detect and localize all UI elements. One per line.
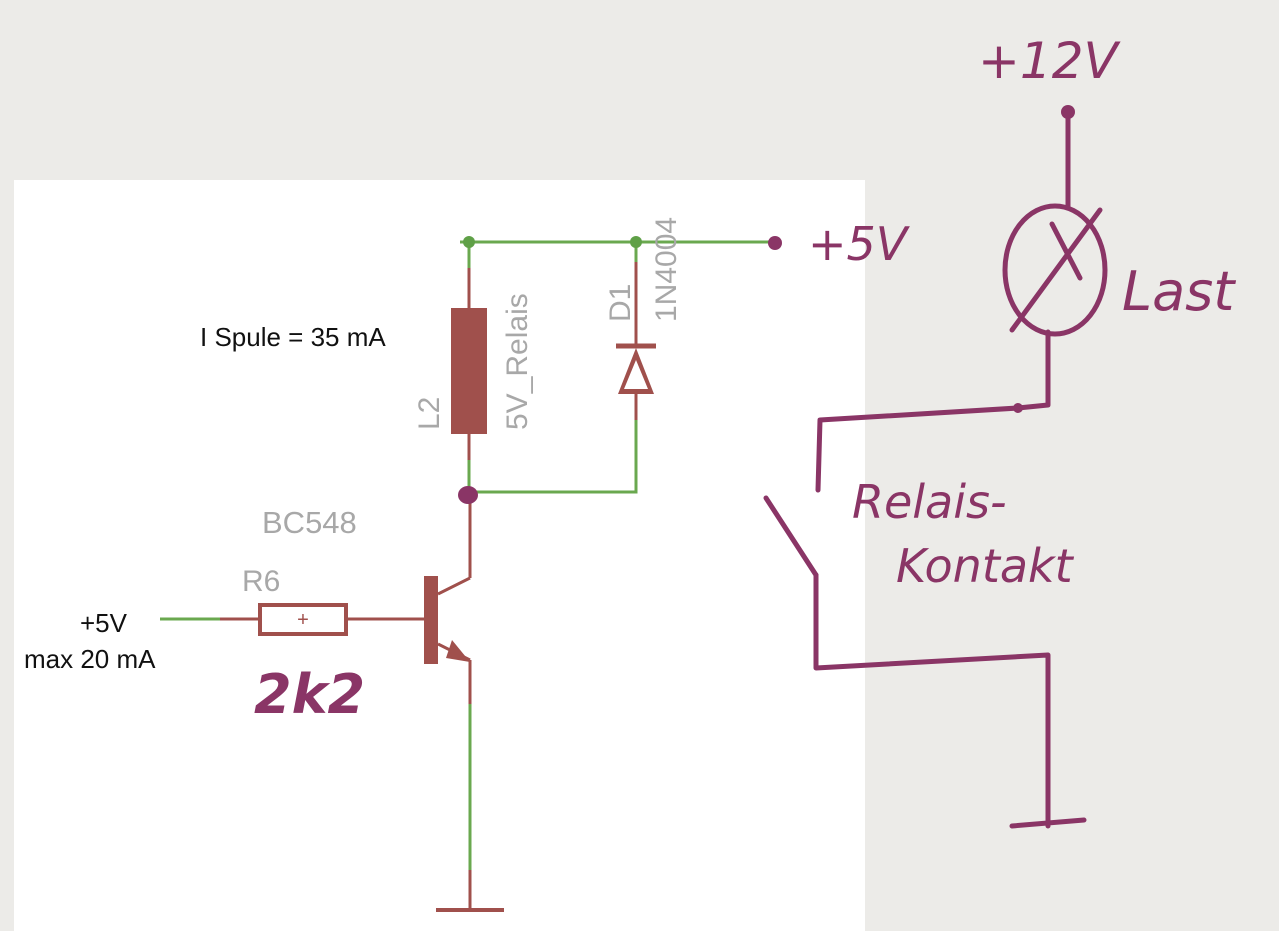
collector-diag xyxy=(437,576,471,596)
contact-node xyxy=(1013,403,1023,413)
relay-contact-blade xyxy=(763,495,819,578)
switch-to-ground-wire xyxy=(813,572,1051,829)
lamp-load-icon xyxy=(1002,203,1108,337)
supply-12v-label: +12V xyxy=(978,32,1122,90)
collector-node-dot xyxy=(458,486,478,504)
transistor-label: BC548 xyxy=(262,505,357,540)
resistor-ref-label: R6 xyxy=(242,565,280,598)
npn-transistor-icon xyxy=(424,576,470,664)
diode-value-label: 1N4004 xyxy=(650,217,683,322)
junction-dot-right xyxy=(630,236,642,248)
relay-value-label: 5V_Relais xyxy=(501,293,534,430)
resistor-plus: + xyxy=(297,609,309,631)
resistor-value-label: 2k2 xyxy=(254,663,365,726)
relay-coil-icon xyxy=(451,308,487,434)
contact-label-line1: Relais- xyxy=(852,475,1007,529)
diode-icon xyxy=(616,343,656,394)
coil-current-label: I Spule = 35 mA xyxy=(200,322,386,352)
supply-12v-terminal xyxy=(1061,105,1075,119)
input-voltage-label: +5V xyxy=(80,608,128,638)
resistor-icon: + xyxy=(258,603,348,636)
input-current-label: max 20 mA xyxy=(24,644,156,674)
diode-ref-label: D1 xyxy=(604,284,637,322)
schematic-sheet xyxy=(14,180,865,931)
supply-5v-label: +5V xyxy=(808,217,911,271)
load-ground-icon xyxy=(1009,817,1087,829)
supply-5v-terminal xyxy=(768,236,782,250)
wires xyxy=(160,240,780,870)
relay-ref-label: L2 xyxy=(413,397,446,430)
diode-return-wire xyxy=(470,420,638,494)
load-label: Last xyxy=(1122,260,1236,323)
contact-label-line2: Kontakt xyxy=(896,539,1075,593)
junction-dot-left xyxy=(463,236,475,248)
